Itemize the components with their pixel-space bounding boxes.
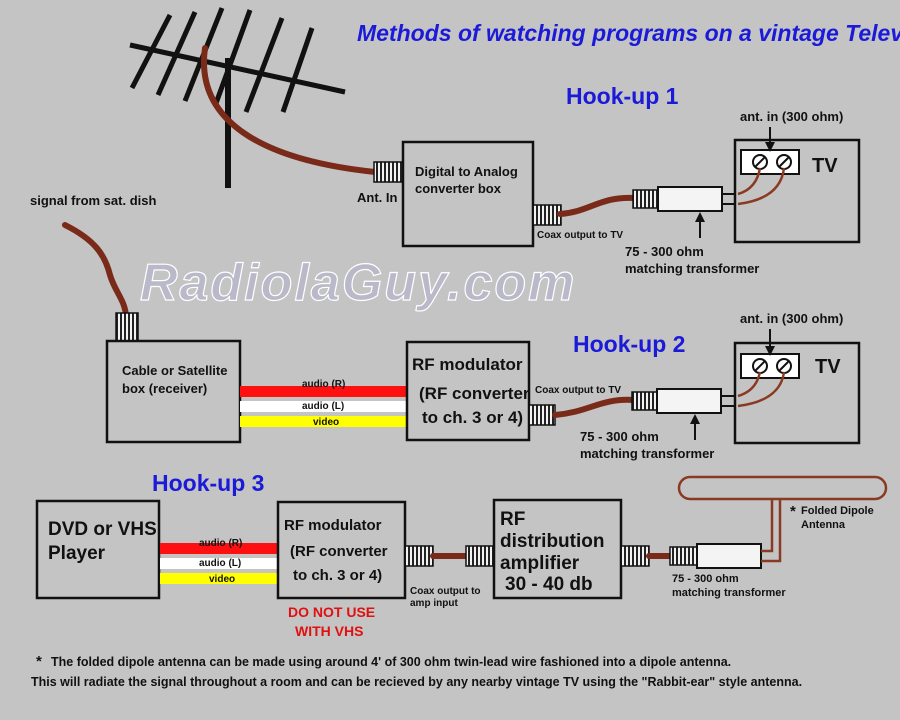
audio-r-label: audio (R) xyxy=(199,538,242,549)
rf-modulator-line3: to ch. 3 or 4) xyxy=(293,567,382,584)
antenna-star: * xyxy=(790,503,796,520)
twin-lead-wire xyxy=(737,167,762,196)
vhs-warning-line1: DO NOT USE xyxy=(288,604,375,620)
hookup-2: Hook-up 2 signal from sat. dish Cable or… xyxy=(30,193,861,461)
yagi-antenna-icon xyxy=(129,7,346,188)
coax-cable xyxy=(557,194,638,217)
footnote-star: * xyxy=(36,653,42,670)
rf-modulator-box xyxy=(276,500,407,600)
audio-l-label: audio (L) xyxy=(199,558,241,569)
hookup-1-heading: Hook-up 1 xyxy=(566,83,679,109)
coax-out-connector xyxy=(532,204,562,226)
tv-label: TV xyxy=(815,356,841,378)
transformer-label-line1: 75 - 300 ohm xyxy=(580,429,659,444)
transformer-label-line1: 75 - 300 ohm xyxy=(625,244,704,259)
vhs-warning-line2: WITH VHS xyxy=(295,623,363,639)
watermark: RadiolaGuy.com xyxy=(140,254,576,312)
dipole-feed-wire xyxy=(761,498,774,553)
tv-ant-in-label: ant. in (300 ohm) xyxy=(740,109,843,124)
modulator-coax-connector xyxy=(404,545,434,567)
amp-label-line4: 30 - 40 db xyxy=(505,574,593,595)
amp-label-line2: distribution xyxy=(500,531,604,552)
transformer-connector xyxy=(631,391,659,411)
matching-transformer xyxy=(657,186,723,212)
transformer-label-line1: 75 - 300 ohm xyxy=(672,573,739,585)
sat-dish-cable xyxy=(62,222,129,319)
receiver-box xyxy=(105,339,242,444)
transformer-label-line2: matching transformer xyxy=(625,261,759,276)
transformer-connector xyxy=(632,189,660,209)
receiver-label-line1: Cable or Satellite xyxy=(122,363,227,378)
hookup-1: Hook-up 1 Ant. In Digital to Analog conv… xyxy=(129,7,861,276)
transformer-label-line2: matching transformer xyxy=(672,587,786,599)
footnote-line1: The folded dipole antenna can be made us… xyxy=(51,655,731,669)
rf-modulator-line2: (RF converter xyxy=(419,384,530,403)
video-label: video xyxy=(209,574,235,585)
amp-output-connector xyxy=(620,545,650,567)
antenna-label-line2: Antenna xyxy=(801,519,846,531)
dvd-player-box xyxy=(35,499,161,600)
modulator-coax-connector xyxy=(528,404,556,426)
antenna-label-line1: Folded Dipole xyxy=(801,505,874,517)
transformer-connector xyxy=(669,546,699,566)
player-label-line2: Player xyxy=(48,543,106,564)
footnote-line2: This will radiate the signal throughout … xyxy=(31,675,802,689)
amp-input-connector xyxy=(465,545,495,567)
amp-label-line3: amplifier xyxy=(500,553,580,574)
hookup-2-heading: Hook-up 2 xyxy=(573,331,685,357)
ant-in-connector xyxy=(373,161,405,183)
tv-label: TV xyxy=(812,155,838,177)
hookup-3: Hook-up 3 DVD or VHS Player audio (R) au… xyxy=(35,470,888,639)
coax-output-label: Coax output to TV xyxy=(535,385,621,396)
converter-label-line2: converter box xyxy=(415,181,502,196)
video-label: video xyxy=(313,417,339,428)
coax-output-label: Coax output to TV xyxy=(537,230,623,241)
converter-box xyxy=(401,140,535,248)
rf-modulator-line3: to ch. 3 or 4) xyxy=(422,408,523,427)
player-label-line1: DVD or VHS xyxy=(48,519,157,540)
audio-l-label: audio (L) xyxy=(302,401,344,412)
receiver-label-line2: box (receiver) xyxy=(122,381,207,396)
video-cable xyxy=(240,416,407,427)
hookup-3-heading: Hook-up 3 xyxy=(152,470,264,496)
audio-l-cable xyxy=(240,401,407,412)
audio-l-cable xyxy=(160,558,278,569)
diagram-title: Methods of watching programs on a vintag… xyxy=(357,20,900,46)
ant-in-label: Ant. In xyxy=(357,190,397,205)
audio-r-cable xyxy=(240,386,407,397)
tv-ant-in-label: ant. in (300 ohm) xyxy=(740,311,843,326)
coax-cable xyxy=(552,396,637,418)
footnote: * The folded dipole antenna can be made … xyxy=(31,653,802,689)
amp-label-line1: RF xyxy=(500,509,525,530)
coax-label-line2: amp input xyxy=(410,598,458,609)
rf-modulator-line2: (RF converter xyxy=(290,543,388,560)
signal-label: signal from sat. dish xyxy=(30,193,156,208)
rf-modulator-line1: RF modulator xyxy=(412,355,523,374)
rf-modulator-line1: RF modulator xyxy=(284,517,382,534)
transformer-label-line2: matching transformer xyxy=(580,446,714,461)
coax-label-line1: Coax output to xyxy=(410,586,481,597)
folded-dipole-icon xyxy=(677,475,888,501)
receiver-input-connector xyxy=(115,312,139,342)
converter-label-line1: Digital to Analog xyxy=(415,164,518,179)
audio-r-cable xyxy=(160,543,278,554)
matching-transformer xyxy=(696,543,762,569)
matching-transformer xyxy=(656,388,722,414)
video-cable xyxy=(160,573,278,584)
audio-r-label: audio (R) xyxy=(302,379,345,390)
twin-lead-wire xyxy=(737,371,762,398)
rf-modulator-box xyxy=(405,340,531,442)
rf-amplifier-box xyxy=(492,498,623,600)
antenna-lead-wire xyxy=(201,45,378,175)
